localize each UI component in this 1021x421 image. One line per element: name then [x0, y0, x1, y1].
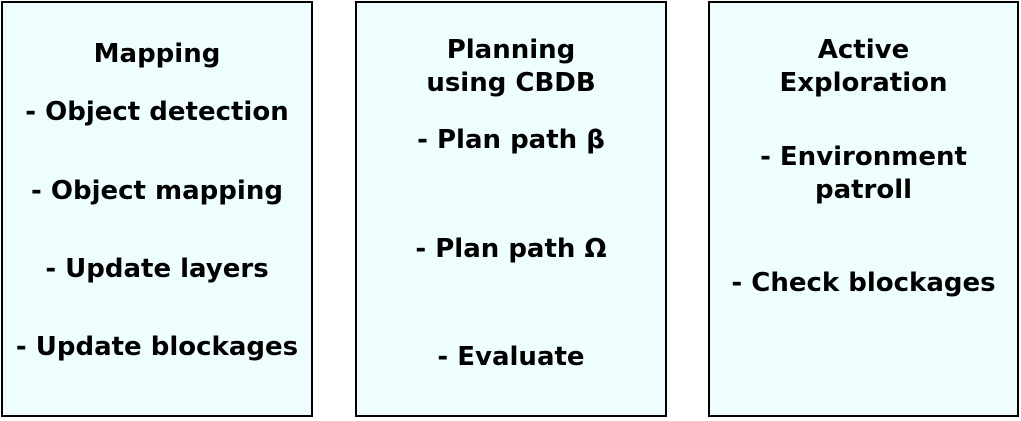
- mapping-item-object-detection: - Object detection: [25, 97, 289, 127]
- planning-item-plan-path-beta: - Plan path β: [417, 125, 605, 155]
- exploration-item-environment-line-2: patroll: [814, 175, 913, 205]
- mapping-title: Mapping: [93, 39, 221, 69]
- mapping-item-update-blockages: - Update blockages: [15, 332, 299, 362]
- planning-title-line-2: using CBDB: [426, 68, 596, 98]
- planning-item-plan-path-omega: - Plan path Ω: [415, 234, 607, 264]
- exploration-item-check-blockages: - Check blockages: [731, 268, 996, 298]
- planning-item-evaluate: - Evaluate: [437, 342, 585, 372]
- planning-panel: Planning using CBDB - Plan path β - Plan…: [355, 1, 667, 417]
- mapping-item-update-layers: - Update layers: [45, 254, 269, 284]
- planning-title-line-1: Planning: [446, 35, 576, 65]
- mapping-item-object-mapping: - Object mapping: [31, 176, 283, 206]
- active-exploration-panel: Active Exploration - Environment patroll…: [708, 1, 1019, 417]
- exploration-title-line-2: Exploration: [779, 68, 948, 98]
- mapping-panel: Mapping - Object detection - Object mapp…: [1, 1, 313, 417]
- exploration-title-line-1: Active: [817, 35, 910, 65]
- exploration-item-environment-line-1: - Environment: [760, 142, 967, 172]
